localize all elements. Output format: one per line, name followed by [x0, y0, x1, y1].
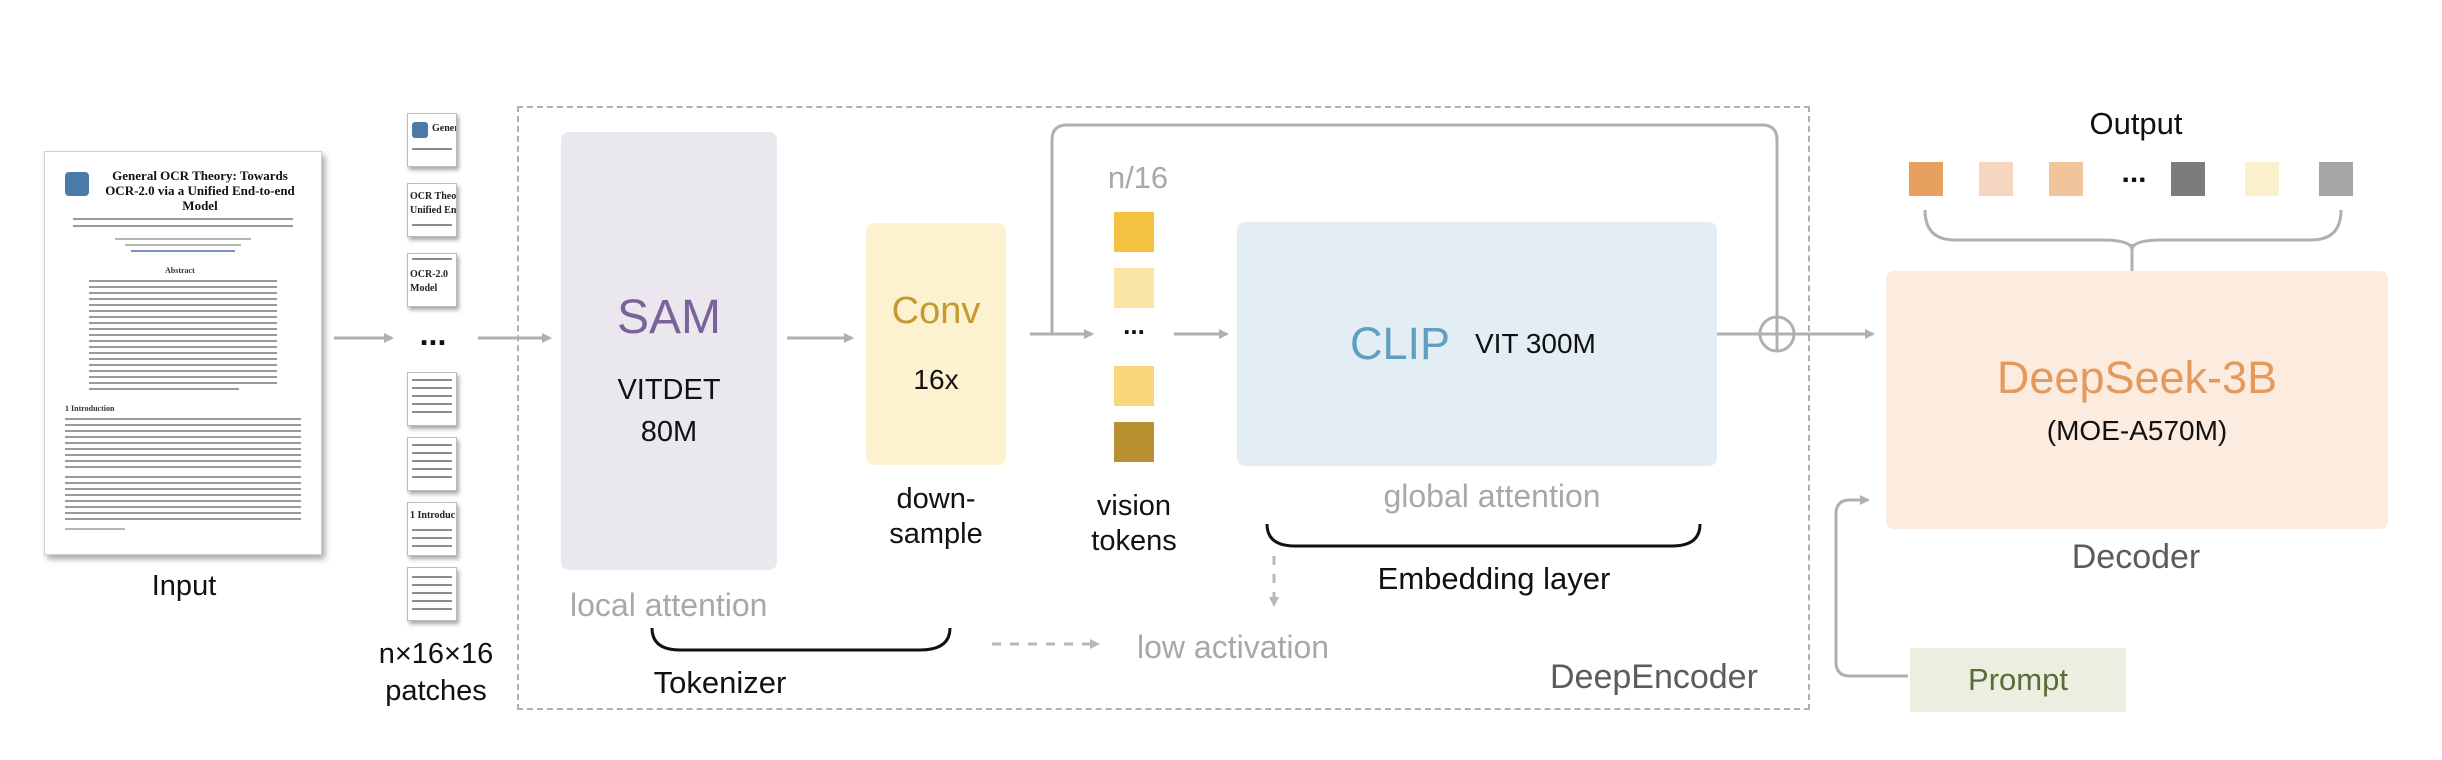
- sam-title: SAM: [616, 291, 721, 344]
- sam-local-attention-label: local attention: [570, 587, 768, 623]
- sam-subtitle-line2: 80M: [640, 416, 698, 448]
- vision-token: [1114, 268, 1154, 308]
- patch-thumbnail: General: [407, 113, 457, 167]
- decoder-title: DeepSeek-3B: [1996, 352, 2278, 403]
- patch-thumbnail: OCR-2.0 Model: [407, 253, 457, 307]
- clip-block: [1237, 222, 1717, 466]
- document-abstract-heading: Abstract: [165, 266, 195, 275]
- vision-token: [1114, 366, 1154, 406]
- input-label: Input: [151, 570, 217, 602]
- clip-title: CLIP: [1350, 318, 1451, 369]
- vision-tokens-count-label: n/16: [1107, 160, 1169, 195]
- patches-label: n×16×16 patches: [378, 638, 494, 707]
- clip-global-attention-label: global attention: [1383, 478, 1601, 514]
- tokenizer-label: Tokenizer: [653, 665, 787, 700]
- clip-subtitle: VIT 300M: [1475, 328, 1596, 359]
- embedding-layer-label: Embedding layer: [1377, 561, 1611, 596]
- patch-thumbnail: [407, 437, 457, 491]
- patch-thumbnail: [407, 372, 457, 426]
- vision-tokens-ellipsis: ...: [1123, 310, 1145, 340]
- output-label: Output: [2089, 106, 2183, 141]
- patches-ellipsis: ...: [419, 316, 447, 352]
- input-document-thumbnail: General OCR Theory: Towards OCR-2.0 via …: [44, 151, 322, 555]
- conv-caption-line1: down-: [896, 483, 976, 515]
- conv-caption-line2: sample: [889, 518, 983, 550]
- prompt-label: Prompt: [1968, 662, 2068, 697]
- tokenizer-brace: [650, 627, 952, 652]
- decoder-subtitle: (MOE-A570M): [2046, 415, 2228, 446]
- arrow-prompt-to-decoder: [1834, 495, 1908, 678]
- patch-thumbnail: 1 Introduc: [407, 502, 457, 556]
- deepencoder-container: [517, 106, 1810, 710]
- patch-thumbnail: OCR Theory: Unified End: [407, 183, 457, 237]
- conv-factor: 16x: [913, 364, 959, 395]
- output-token: [1909, 162, 1943, 196]
- output-token: [2171, 162, 2205, 196]
- embedding-layer-brace: [1265, 523, 1702, 548]
- vision-tokens-caption-line2: tokens: [1091, 525, 1177, 557]
- vision-tokens-caption-line1: vision: [1096, 490, 1172, 522]
- sam-block: [561, 132, 777, 570]
- document-logo-icon: [65, 172, 89, 196]
- output-token: [2245, 162, 2279, 196]
- prompt-box: [1910, 648, 2126, 712]
- output-token: [1979, 162, 2013, 196]
- patch-thumbnail: [407, 567, 457, 621]
- conv-block: [866, 223, 1006, 465]
- vision-token: [1114, 422, 1154, 462]
- output-token: [2319, 162, 2353, 196]
- decoder-label: Decoder: [2071, 538, 2201, 576]
- vision-token: [1114, 212, 1154, 252]
- output-ellipsis: ...: [2121, 156, 2147, 189]
- document-introduction-heading: 1 Introduction: [65, 404, 115, 413]
- output-token: [2049, 162, 2083, 196]
- conv-title: Conv: [891, 290, 981, 332]
- low-activation-label: low activation: [1137, 629, 1330, 665]
- residual-connection: [1050, 123, 1779, 334]
- document-title: General OCR Theory: Towards OCR-2.0 via …: [105, 168, 295, 213]
- deepencoder-label: DeepEncoder: [1550, 658, 1758, 696]
- sam-subtitle-line1: VITDET: [617, 374, 721, 406]
- decoder-block: [1886, 271, 2388, 529]
